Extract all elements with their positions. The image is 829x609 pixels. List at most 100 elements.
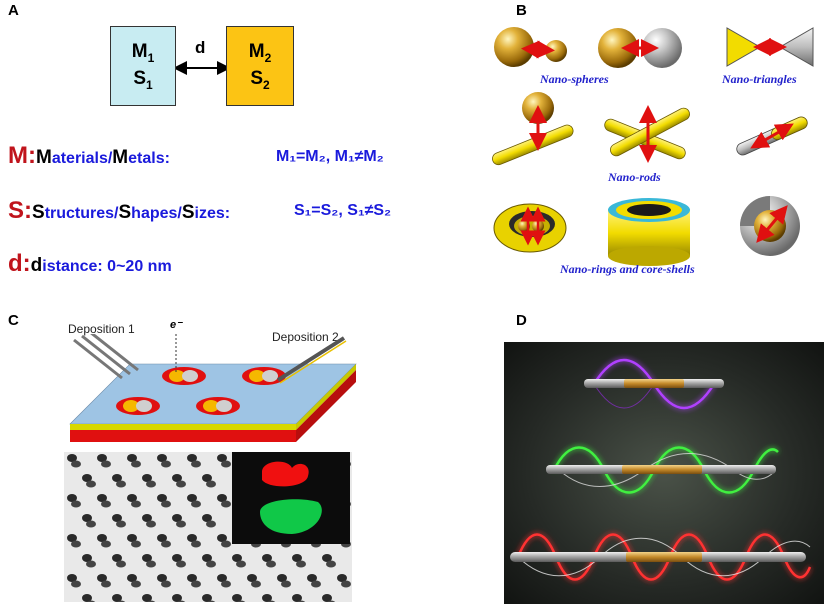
sem-particle: [142, 514, 152, 522]
sphere-on-rod: [492, 92, 574, 166]
sem-particle: [146, 600, 156, 602]
sem-particle: [86, 560, 96, 568]
core-shell-sphere: [740, 196, 800, 256]
sem-particle: [86, 600, 96, 602]
panel-label-c: C: [8, 312, 19, 329]
row-s-rest1: tructures/: [44, 205, 119, 222]
sem-particle: [112, 474, 122, 482]
sem-particle: [82, 514, 92, 522]
sem-particle: [127, 454, 137, 462]
sem-particle: [157, 454, 167, 462]
sem-particle: [232, 554, 242, 562]
sem-particle: [86, 480, 96, 488]
row-s-condition: S₁=S₂, S₁≠S₂: [294, 202, 392, 219]
panel-label-a: A: [8, 2, 19, 19]
sem-particle: [112, 554, 122, 562]
box1-m-sub: 1: [147, 51, 155, 65]
panel-label-d: D: [516, 312, 527, 329]
sem-particle: [82, 554, 92, 562]
box2-s: S: [250, 68, 263, 89]
fluorescence-inset: [232, 452, 350, 544]
sem-particle: [236, 600, 246, 602]
substrate-hole: [162, 367, 206, 385]
sem-particle: [262, 594, 272, 602]
sem-particle: [146, 520, 156, 528]
sem-particle: [131, 540, 141, 548]
nano-ring: [493, 203, 567, 253]
sem-particle: [217, 494, 227, 502]
red-emission: [262, 461, 309, 487]
substrate-hole: [242, 367, 286, 385]
row-s-cap3: S: [181, 202, 195, 223]
row-m-rest2: etals:: [128, 150, 170, 167]
sem-particle: [67, 494, 77, 502]
sem-particle: [112, 594, 122, 602]
sem-particle: [277, 574, 287, 582]
row-m-condition: M₁=M₂, M₁≠M₂: [276, 148, 384, 165]
sem-particle: [296, 600, 306, 602]
sem-particle: [202, 594, 212, 602]
sem-particle: [202, 554, 212, 562]
box1-s: S: [133, 68, 146, 89]
sem-particle: [161, 540, 171, 548]
sem-particle: [131, 460, 141, 468]
nanostructure-gallery: [492, 27, 814, 266]
sem-particle: [172, 474, 182, 482]
sem-particle: [292, 594, 302, 602]
caption-nano-spheres: Nano-spheres: [540, 72, 609, 86]
sem-particle: [326, 600, 336, 602]
sem-particle: [191, 540, 201, 548]
sem-particle: [127, 494, 137, 502]
sem-particle: [191, 460, 201, 468]
sem-particle: [232, 594, 242, 602]
sem-particle: [262, 554, 272, 562]
row-s-letter: S:: [8, 197, 32, 224]
row-s-cap2: S: [118, 202, 132, 223]
sem-particle: [202, 514, 212, 522]
sem-particle: [217, 574, 227, 582]
caption-nano-triangles: Nano-triangles: [722, 72, 797, 86]
sem-particle: [322, 554, 332, 562]
sem-particle: [101, 580, 111, 588]
sem-particle: [341, 580, 351, 588]
sem-particle: [161, 500, 171, 508]
electron-label: e⁻: [170, 319, 182, 331]
material-2-box: M2 S2: [226, 26, 294, 106]
gold-silver-sphere-dimer: [598, 28, 682, 68]
sem-particle: [86, 520, 96, 528]
deposition-2-label: Deposition 2: [272, 330, 339, 344]
row-d-letter: d:: [8, 250, 31, 277]
sem-particle: [187, 454, 197, 462]
sem-particle: [71, 540, 81, 548]
sem-particle: [82, 594, 92, 602]
row-structures: S:Structures/Shapes/Sizes:: [8, 197, 230, 225]
box2-s-sub: 2: [263, 78, 270, 92]
sem-particle: [322, 594, 332, 602]
sem-particle: [116, 480, 126, 488]
sem-particle: [142, 594, 152, 602]
sem-particle: [221, 460, 231, 468]
sem-particle: [67, 454, 77, 462]
sem-particle: [217, 454, 227, 462]
sem-particle: [131, 580, 141, 588]
row-s-rest3: izes:: [194, 205, 231, 222]
substrate-hole: [116, 397, 160, 415]
sem-particle: [206, 480, 216, 488]
core-shell-cylinder: [608, 198, 690, 266]
sem-particle: [67, 534, 77, 542]
sem-particle: [161, 460, 171, 468]
sem-particle: [187, 534, 197, 542]
sem-particle: [221, 500, 231, 508]
sem-particle: [176, 560, 186, 568]
sem-particle: [112, 514, 122, 522]
sem-particle: [221, 540, 231, 548]
caption-nano-rods: Nano-rods: [608, 170, 661, 184]
sem-particle: [187, 494, 197, 502]
sem-particle: [97, 534, 107, 542]
sem-particle: [157, 494, 167, 502]
sem-particle: [191, 500, 201, 508]
deposition-substrate-schematic: [69, 334, 357, 442]
deposition-2-beam: [276, 336, 347, 384]
row-m-cap1: M: [35, 147, 52, 168]
caption-nano-rings: Nano-rings and core-shells: [560, 262, 695, 276]
